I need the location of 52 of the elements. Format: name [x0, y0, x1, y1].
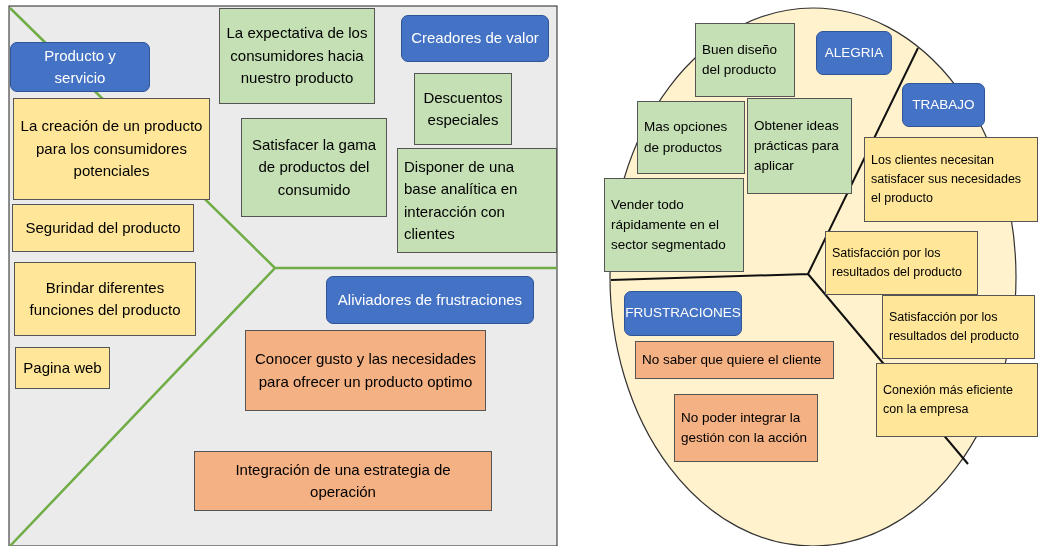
sticky-note: [241, 118, 387, 217]
note-text: Satisfacer la gama de productos del consumido: [250, 134, 378, 200]
section-heading: TRABAJO: [912, 95, 975, 114]
sticky-note: [876, 363, 1038, 437]
sticky-note: [747, 98, 852, 194]
section-heading-box: [816, 31, 892, 75]
sticky-note: [414, 73, 512, 145]
sticky-note: [695, 23, 795, 97]
section-heading-box: [10, 42, 150, 92]
sticky-note: [15, 347, 110, 389]
note-text: La expectativa de los consumidores hacia nuestro producto: [226, 23, 368, 89]
section-heading: Producto y servicio: [43, 45, 117, 88]
sticky-note: [194, 451, 492, 511]
note-text: Pagina web: [23, 357, 102, 378]
section-heading: ALEGRIA: [824, 43, 884, 62]
sticky-note: [219, 8, 375, 104]
note-text: Satisfacción por los resultados del producto: [832, 245, 963, 281]
sticky-note: [604, 178, 744, 272]
note-text: Integración de una estrategia de operación: [234, 459, 452, 502]
sticky-note: [12, 204, 194, 252]
note-text: Seguridad del producto: [25, 217, 181, 238]
section-heading: FRUSTRACIONES: [625, 304, 741, 323]
note-text: Conexión más eficiente con la empresa: [883, 382, 1014, 418]
note-text: Obtener ideas prácticas para aplicar: [754, 116, 840, 176]
section-heading: Aliviadores de frustraciones: [337, 289, 523, 310]
sticky-note: [825, 231, 978, 295]
note-text: Brindar diferentes funciones del producto: [28, 277, 182, 320]
note-text: Mas opciones de productos: [644, 118, 729, 157]
sticky-note: [14, 262, 196, 336]
sticky-note: [245, 330, 486, 411]
sticky-note: [397, 148, 557, 253]
section-heading-box: [624, 291, 742, 336]
sticky-note: [635, 341, 834, 379]
note-text: Buen diseño del producto: [702, 40, 779, 79]
note-text: Descuentos especiales: [422, 87, 504, 130]
note-text: Conocer gusto y las necesidades para ofrecer un producto optimo: [254, 349, 477, 392]
sticky-note: [882, 295, 1035, 359]
note-text: No poder integrar la gestión con la acción: [681, 408, 809, 447]
note-text: Disponer de una base analítica en interacción con clientes: [404, 156, 519, 244]
section-heading: Creadores de valor: [411, 28, 539, 49]
sticky-note: [864, 137, 1038, 222]
note-text: Vender todo rápidamente en el sector segmentado: [611, 195, 727, 255]
sticky-note: [674, 394, 818, 462]
note-text: No saber que quiere el cliente: [642, 350, 822, 369]
note-text: Satisfacción por los resultados del producto: [889, 309, 1020, 345]
note-text: La creación de un producto para los consumidores potenciales: [20, 116, 203, 182]
note-text: Los clientes necesitan satisfacer sus necesidades el producto: [871, 152, 1023, 207]
sticky-note: [13, 98, 210, 200]
section-heading-box: [326, 276, 534, 324]
section-heading-box: [902, 83, 985, 127]
sticky-note: [637, 101, 745, 174]
section-heading-box: [401, 15, 549, 62]
